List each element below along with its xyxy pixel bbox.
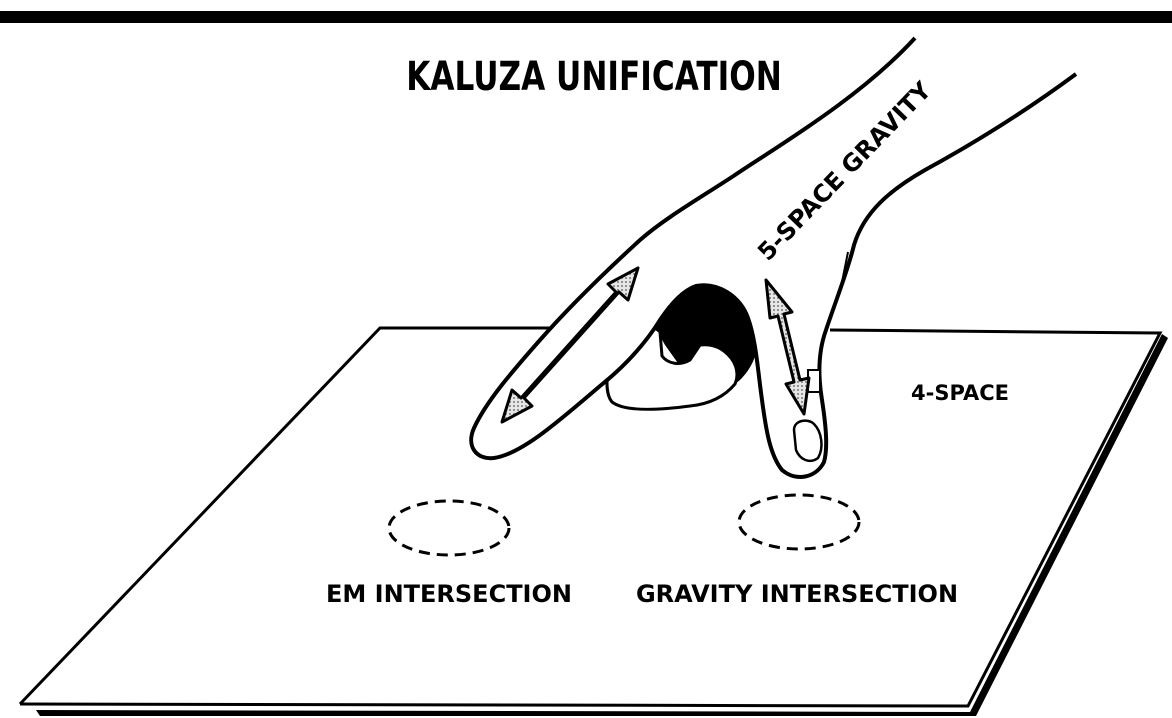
top-border-rule (0, 11, 1172, 23)
em-intersection-label: EM INTERSECTION (326, 580, 572, 608)
plane-label: 4-SPACE (911, 381, 1009, 405)
gravity-intersection-label: GRAVITY INTERSECTION (636, 580, 958, 608)
diagram-title: KALUZA UNIFICATION (406, 54, 782, 100)
em-intersection-ellipse (389, 501, 509, 555)
gravity-intersection-ellipse (739, 495, 859, 549)
